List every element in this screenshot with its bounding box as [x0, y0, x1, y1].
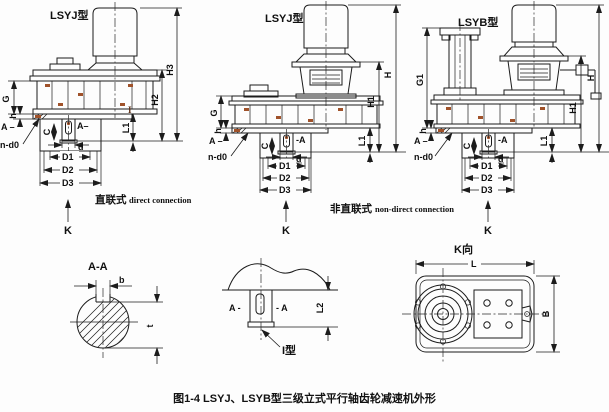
view-label-K: K — [282, 225, 290, 237]
view-title: K向 — [454, 242, 473, 256]
figure-lsyj-nondirect: LSYJ型 — [208, 1, 454, 237]
figure-lsyj-direct: LSYJ型 G — [0, 2, 192, 237]
detail-mark-I: I — [128, 105, 132, 115]
dim-label-G: G — [209, 109, 219, 116]
shaft-stub — [247, 258, 275, 340]
dim-label-G: G — [1, 95, 11, 102]
section-label-A: A – — [209, 136, 223, 146]
section-label-A-inner: -A — [498, 135, 508, 145]
dim-label-n-d0: n-d0 — [208, 152, 227, 162]
figure-title: LSYB型 — [458, 15, 498, 29]
dim-label-H3: H3 — [165, 64, 175, 76]
input-shaft-tower — [439, 22, 481, 102]
dim-label-D1: D1 — [481, 161, 493, 171]
figure-title: LSYJ型 — [265, 11, 304, 25]
dim-label-d: d — [498, 154, 504, 164]
dim-label-L: L — [471, 259, 477, 269]
dim-label-D2: D2 — [481, 173, 493, 183]
dim-label-L2: L2 — [315, 303, 325, 314]
figure-caption: 非直联式 non-direct connection — [330, 202, 454, 215]
caption-direct-cn: 直联式 — [95, 193, 127, 206]
main-figure-caption: 图1-4 LSYJ、LSYB型三级立式平行轴齿轮减速机外形 — [173, 393, 436, 405]
dimension-annotations: L B — [415, 258, 560, 353]
flange-circles — [402, 268, 548, 362]
dim-label-H2: H2 — [150, 94, 160, 106]
dim-label-L1: L1 — [539, 136, 549, 147]
dim-label-D3: D3 — [62, 178, 74, 188]
view-label-K: K — [484, 225, 492, 237]
section-label-A-left: A - — [229, 303, 241, 313]
caption-nondirect-en: non-direct connection — [375, 204, 454, 214]
reducer-housing — [29, 57, 161, 115]
caption-direct-en: direct connection — [129, 195, 192, 205]
dim-label-C: C — [260, 142, 270, 149]
view-label-K: K — [64, 225, 72, 237]
dimension-annotations: b t — [74, 275, 163, 364]
section-label-A-right: - A — [276, 303, 288, 313]
annotations: A - - A L2 I型 — [229, 276, 338, 357]
dim-label-L1: L1 — [357, 136, 367, 147]
dimension-annotations: G h A – n-d0 C A– d D1 D2 D3 — [0, 7, 183, 237]
motor — [86, 2, 144, 118]
dim-label-H1: H1 — [366, 96, 376, 108]
dim-label-G1: G1 — [415, 74, 425, 86]
dim-label-n-d0: n-d0 — [0, 140, 19, 150]
dim-label-D2: D2 — [62, 165, 74, 175]
detail-i: A - - A L2 I型 — [222, 258, 338, 357]
view-k: K向 L B — [402, 242, 560, 362]
dimension-annotations: G1 h A – n-d0 C -A d D1 D2 D3 K — [414, 4, 609, 237]
dim-label-C: C — [42, 128, 52, 135]
housing-hump — [222, 263, 338, 291]
reducer-housing — [430, 94, 584, 129]
dim-label-h: h — [8, 113, 18, 119]
figure-caption: 直联式 direct connection — [95, 193, 192, 206]
dim-label-h: h — [213, 128, 223, 134]
dim-label-H: H — [383, 72, 393, 79]
dimension-annotations: G h A – n-d0 C -A d D1 D2 D3 K — [208, 4, 406, 237]
section-label-A-inner: A– — [77, 121, 89, 131]
reducer-housing — [228, 84, 384, 129]
dim-label-n-d0: n-d0 — [414, 152, 433, 162]
detail-callout-label: I型 — [282, 343, 296, 357]
dim-label-t: t — [145, 325, 155, 328]
caption-nondirect-cn: 非直联式 — [330, 202, 372, 215]
dim-label-L1: L1 — [121, 123, 131, 134]
dim-label-d: d — [78, 142, 84, 152]
dim-label-D3: D3 — [279, 185, 291, 195]
dim-label-b: b — [119, 275, 125, 285]
figure-lsyb: LSYB型 — [414, 1, 609, 237]
terminal-plate — [473, 289, 533, 339]
section-label-A-inner: -A — [296, 135, 306, 145]
dim-label-C: C — [462, 142, 472, 149]
section-title: A-A — [88, 261, 108, 273]
figure-title: LSYJ型 — [50, 8, 89, 22]
section-label-A: A – — [1, 122, 15, 132]
dim-label-B: B — [541, 310, 551, 317]
dim-label-D3: D3 — [481, 185, 493, 195]
dim-label-h: h — [418, 128, 428, 134]
dim-label-H: H — [586, 75, 596, 82]
dim-label-D1: D1 — [62, 152, 74, 162]
dim-label-d: d — [296, 154, 302, 164]
section-a-a: A-A b t — [70, 261, 163, 364]
section-label-A: A – — [414, 136, 428, 146]
dim-label-H1: H1 — [568, 102, 578, 114]
shaft-cross-section — [70, 288, 138, 358]
dim-label-D2: D2 — [279, 173, 291, 183]
dim-label-D1: D1 — [279, 161, 291, 171]
